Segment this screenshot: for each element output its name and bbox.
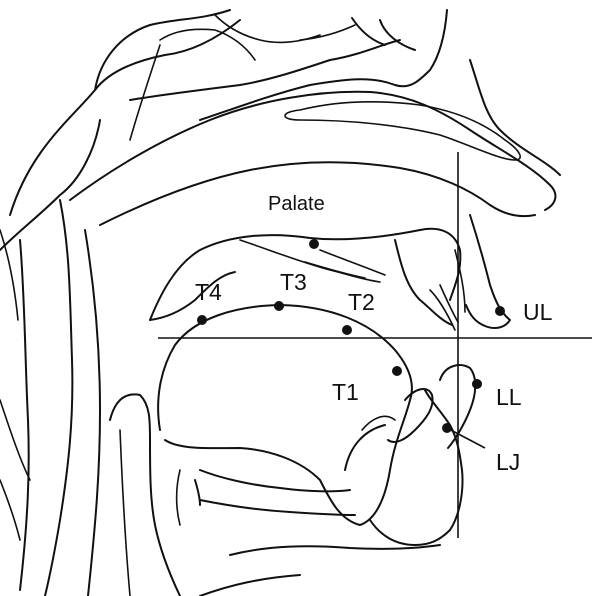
- marker-t4: [197, 315, 207, 325]
- marker-ll: [472, 379, 482, 389]
- label-ll: LL: [496, 384, 522, 410]
- label-t4: T4: [195, 279, 222, 305]
- skull-outline: [0, 10, 447, 250]
- pharynx-outline: [0, 200, 100, 596]
- lower-lip-outline: [370, 365, 475, 545]
- marker-palate: [309, 239, 319, 249]
- label-lj: LJ: [496, 449, 520, 475]
- labels: Palate T4 T3 T2 T1 UL LL LJ: [195, 193, 553, 475]
- label-t1: T1: [332, 379, 359, 405]
- marker-t3: [274, 301, 284, 311]
- marker-t2: [342, 325, 352, 335]
- label-t2: T2: [348, 289, 375, 315]
- label-palate: Palate: [268, 193, 325, 215]
- marker-t1: [392, 366, 402, 376]
- label-ul: UL: [523, 299, 553, 325]
- label-t3: T3: [280, 269, 307, 295]
- lj-pointer-line: [447, 428, 485, 448]
- marker-ul: [495, 306, 505, 316]
